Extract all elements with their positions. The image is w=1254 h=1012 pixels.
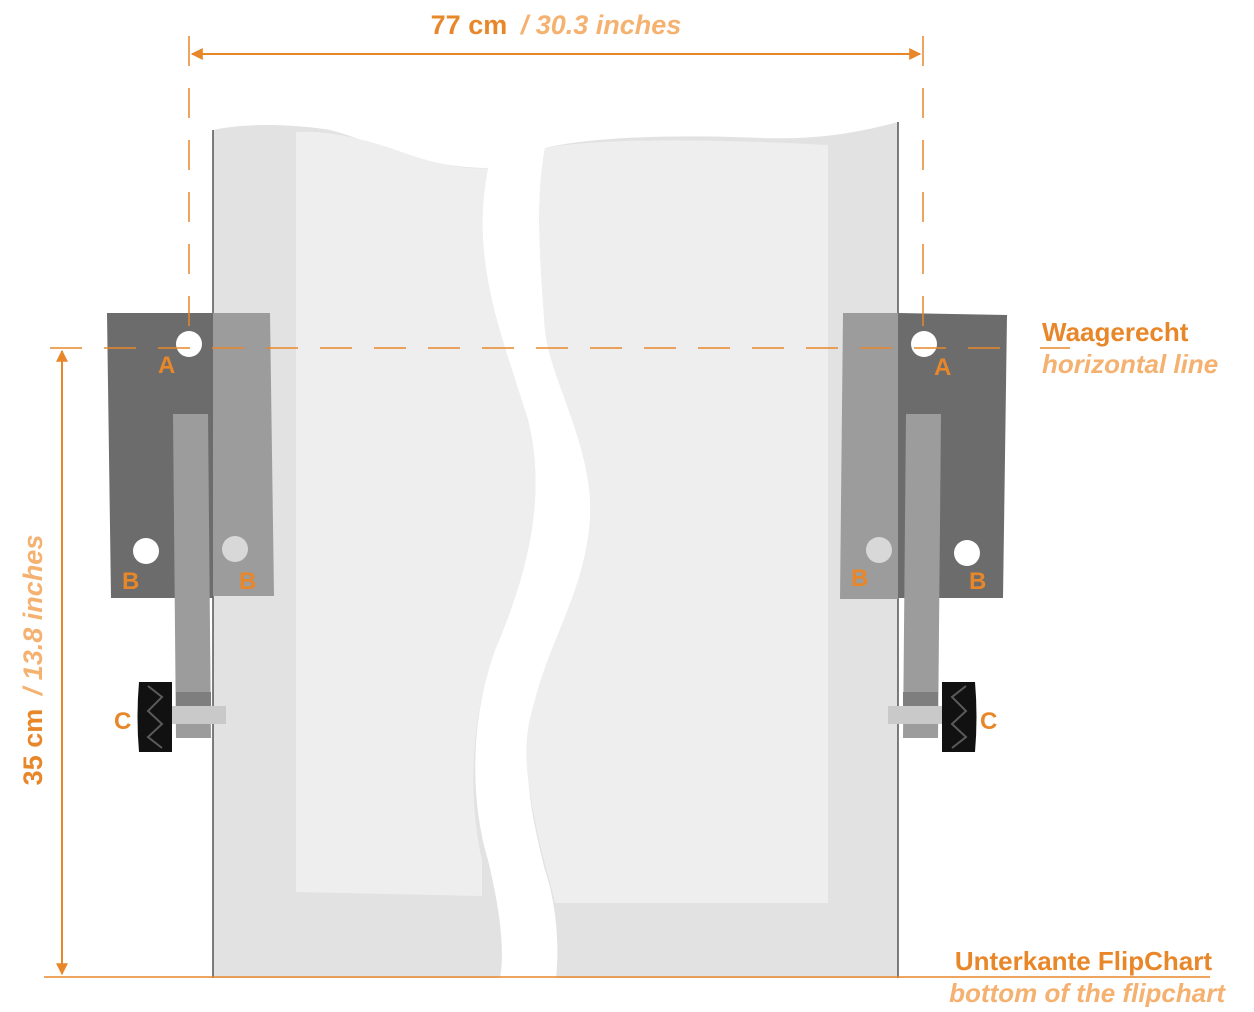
bottom-label-subtitle: bottom of the flipchart bbox=[949, 978, 1226, 1007]
marker-letters: A A B B B B C C bbox=[114, 352, 997, 735]
right-hole-b-inner bbox=[866, 537, 892, 563]
horizontal-label-subtitle: horizontal line bbox=[1042, 349, 1218, 379]
height-label: 35 cm / 13.8 inches bbox=[18, 535, 48, 786]
right-hole-b-outer bbox=[954, 540, 980, 566]
left-hole-b-outer bbox=[133, 538, 159, 564]
marker-b-right-inner: B bbox=[851, 565, 868, 592]
width-value: 77 cm bbox=[431, 10, 508, 40]
right-bracket-arm bbox=[903, 414, 941, 738]
marker-c-left: C bbox=[114, 708, 131, 735]
right-hole-a bbox=[911, 331, 937, 357]
board-right-sheet bbox=[526, 140, 828, 903]
left-screw-shaft bbox=[170, 706, 226, 724]
marker-b-left-outer: B bbox=[122, 568, 139, 595]
marker-b-left-inner: B bbox=[239, 568, 256, 595]
marker-a-left: A bbox=[158, 352, 175, 379]
height-value: 35 cm bbox=[18, 709, 48, 786]
width-alt: / 30.3 inches bbox=[520, 10, 682, 40]
height-alt: / 13.8 inches bbox=[18, 535, 48, 697]
left-bracket-arm bbox=[173, 414, 211, 738]
right-knob-c bbox=[942, 682, 977, 752]
right-bracket-assembly bbox=[840, 313, 1007, 752]
width-label: 77 cm / 30.3 inches bbox=[431, 10, 682, 40]
right-arm-shade bbox=[903, 692, 938, 708]
left-arm-shade bbox=[176, 692, 211, 708]
left-bracket-flap bbox=[213, 313, 274, 596]
guide-lines bbox=[44, 36, 1210, 978]
flipchart-board bbox=[212, 122, 899, 979]
right-bracket-flap bbox=[840, 313, 898, 599]
left-knob-c bbox=[137, 682, 172, 752]
bottom-label-title: Unterkante FlipChart bbox=[955, 946, 1212, 976]
marker-a-right: A bbox=[934, 354, 951, 381]
left-hole-b-inner bbox=[222, 536, 248, 562]
marker-b-right-outer: B bbox=[969, 568, 986, 595]
left-bracket-assembly bbox=[107, 313, 274, 752]
board-left-sheet bbox=[296, 131, 536, 896]
horizontal-label-title: Waagerecht bbox=[1042, 317, 1189, 347]
marker-c-right: C bbox=[980, 708, 997, 735]
left-hole-a bbox=[176, 331, 202, 357]
right-screw-shaft bbox=[888, 706, 944, 724]
